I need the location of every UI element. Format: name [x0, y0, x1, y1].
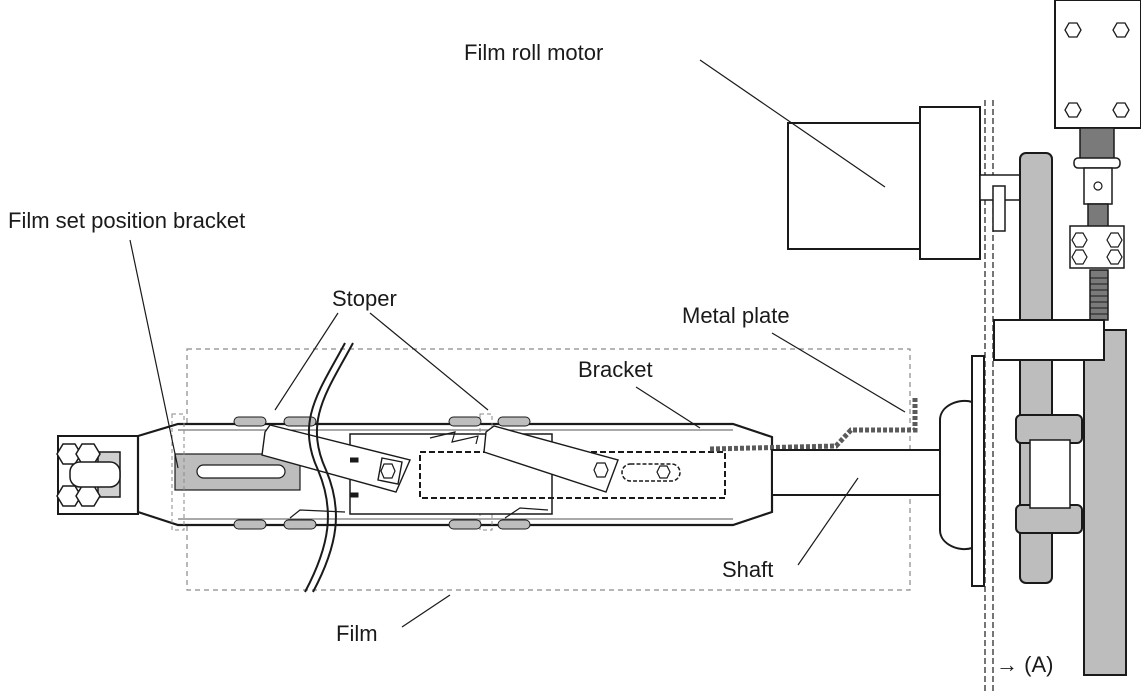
- inner-shaft-dashed: [419, 451, 726, 499]
- tension-spring-assembly: [993, 127, 1125, 361]
- stoper-zone-left: [171, 413, 185, 531]
- stoper-lever-left: [261, 424, 411, 493]
- label-metal-plate: Metal plate: [682, 303, 790, 328]
- label-film-set-position-bracket: Film set position bracket: [8, 208, 245, 233]
- stoper-lever-right: [483, 425, 619, 493]
- label-stoper: Stoper: [332, 286, 397, 311]
- film-roll-motor-part: [787, 106, 1023, 260]
- stoper-pads: [233, 416, 531, 530]
- break-line-2: [312, 342, 354, 593]
- break-line-1: [304, 342, 346, 593]
- end-cap-block: [56, 435, 139, 515]
- label-shaft: Shaft: [722, 557, 773, 582]
- mount-plate: [1054, 0, 1141, 129]
- leader-lines: [129, 59, 906, 628]
- label-section-a: → (A): [996, 652, 1053, 677]
- shaft-flange: [939, 400, 973, 550]
- label-film-roll-motor: Film roll motor: [464, 40, 603, 65]
- film-outline: [186, 348, 911, 591]
- label-film: Film: [336, 621, 378, 646]
- shaft-part: [771, 449, 941, 496]
- metal-plate: [709, 397, 918, 452]
- label-bracket: Bracket: [578, 357, 653, 382]
- inner-slot-dashed: [621, 463, 681, 482]
